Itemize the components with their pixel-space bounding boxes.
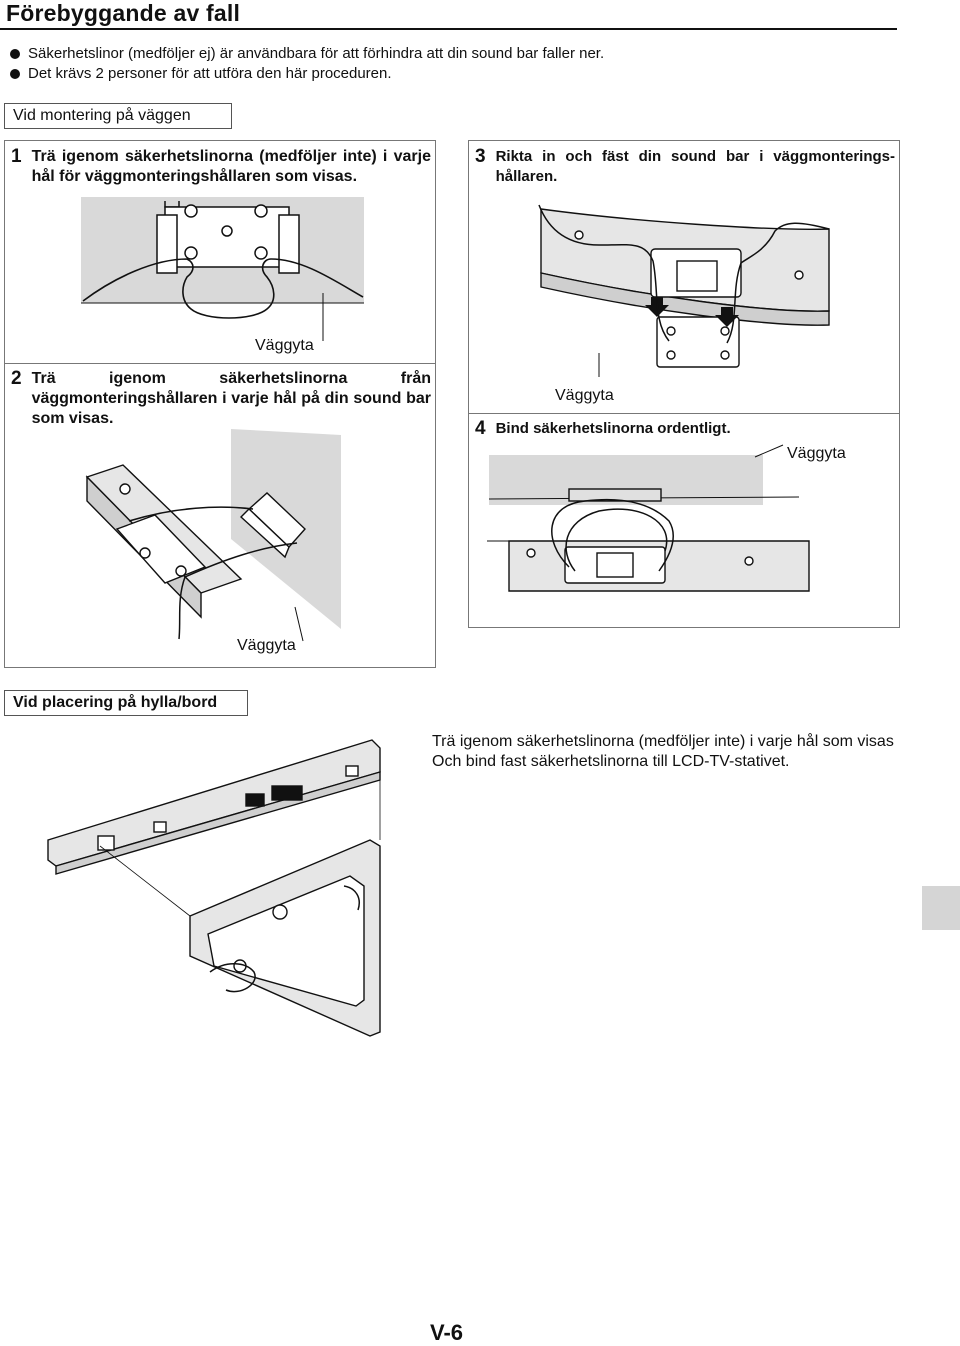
shelf-instruction-line: Trä igenom säkerhetslinorna (medföljer i… <box>432 733 894 750</box>
wall-mount-bracket <box>156 201 300 274</box>
step-3-illustration <box>538 204 830 377</box>
wall-mount-bracket <box>239 492 306 559</box>
bullet-dot-icon <box>10 69 20 79</box>
step-text: Trä igenom säkerhetslinorna från väggmon… <box>31 370 431 427</box>
bullet-dot-icon <box>10 49 20 59</box>
step-number: 3 <box>475 146 486 167</box>
title-divider <box>0 28 897 30</box>
bullet-text: Säkerhetslinor (medföljer ej) är användb… <box>28 45 605 62</box>
shelf-instruction-line: Och bind fast säkerhetslinorna till LCD-… <box>432 753 790 770</box>
wall-section-heading: Vid montering på väggen <box>4 103 232 129</box>
step-divider <box>5 363 435 364</box>
sound-bar <box>508 488 810 592</box>
step-1: 1 Trä igenom säkerhetslinorna (medföljer… <box>11 147 431 187</box>
sound-bar <box>540 208 830 326</box>
page-number: V-6 <box>430 1320 464 1345</box>
step-number: 1 <box>11 146 22 167</box>
bullet-item: Det krävs 2 personer för att utföra den … <box>10 64 604 84</box>
language-tab-marker <box>922 886 960 930</box>
step-1-illustration <box>81 197 364 341</box>
sound-bar <box>85 464 243 619</box>
step-text: Trä igenom säkerhetslinorna (medföljer i… <box>31 148 431 185</box>
safety-wire <box>209 885 360 993</box>
safety-wire <box>551 498 674 572</box>
steps-right-panel: 3 Rikta in och fäst din sound bar i vägg… <box>468 140 900 628</box>
step-4: 4 Bind säkerhetslinorna ordentligt. <box>475 419 775 439</box>
safety-wire <box>128 506 298 640</box>
wall-surface-label: Väggyta <box>555 387 614 405</box>
shelf-illustration <box>47 739 381 1037</box>
shelf-section-heading: Vid placering på hylla/bord <box>4 690 248 716</box>
step-number: 4 <box>475 418 486 439</box>
shelf-instructions: Trä igenom säkerhetslinorna (medföljer i… <box>432 732 898 772</box>
step-number: 2 <box>11 368 22 389</box>
step-3: 3 Rikta in och fäst din sound bar i vägg… <box>475 147 895 187</box>
step-4-illustration <box>487 444 810 592</box>
step-2: 2 Trä igenom säkerhetslinorna från väggm… <box>11 369 431 429</box>
step-2-illustration <box>85 429 341 642</box>
sound-bar-closeup <box>189 839 381 1037</box>
sound-bar <box>47 739 381 875</box>
page-title: Förebyggande av fall <box>6 0 241 26</box>
step-text: Bind säkerhetslinorna ordentligt. <box>495 420 731 437</box>
wall-surface-label: Väggyta <box>237 637 296 655</box>
intro-bullet-list: Säkerhetslinor (medföljer ej) är användb… <box>10 44 604 84</box>
step-text: Rikta in och fäst din sound bar i väggmo… <box>495 148 895 185</box>
steps-left-panel: 1 Trä igenom säkerhetslinorna (medföljer… <box>4 140 436 668</box>
safety-wire <box>82 258 364 319</box>
safety-wire <box>538 204 830 344</box>
wall-mount-bracket <box>656 316 740 368</box>
step-divider <box>469 413 899 414</box>
wall-surface-label: Väggyta <box>787 445 846 463</box>
bullet-item: Säkerhetslinor (medföljer ej) är användb… <box>10 44 604 64</box>
bullet-text: Det krävs 2 personer för att utföra den … <box>28 65 392 82</box>
wall-surface-label: Väggyta <box>255 337 314 355</box>
